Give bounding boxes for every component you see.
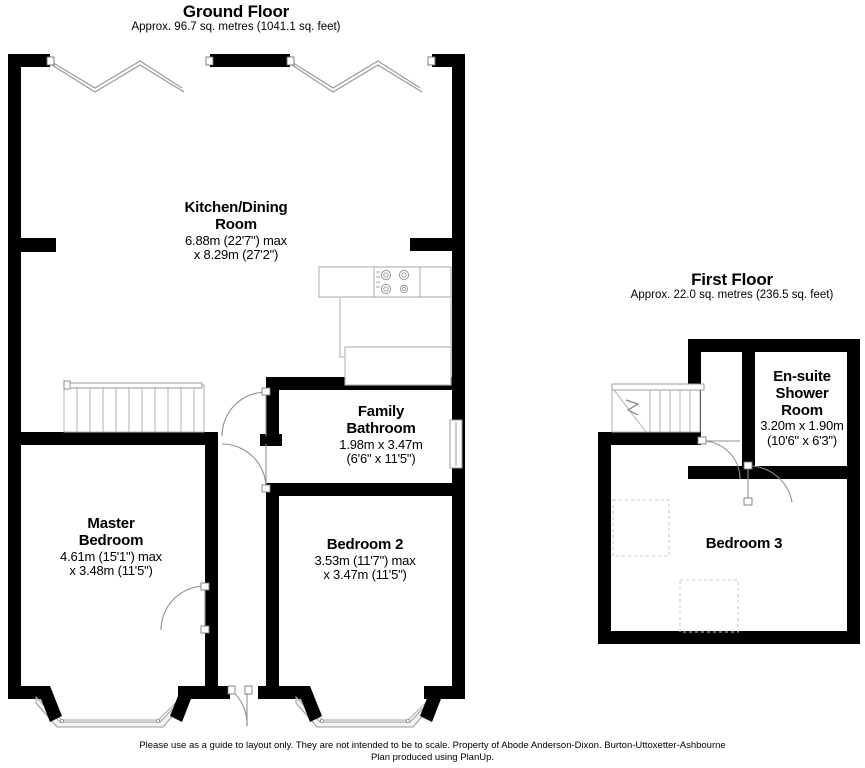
room-label-bedroom-2: Bedroom 2 3.53m (11'7") max x 3.47m (11'… — [314, 536, 416, 583]
family-bathroom-dims-2: (6'6" x 11'5") — [346, 451, 416, 467]
first-floor-staircase — [611, 383, 705, 433]
bifold-door-left — [46, 56, 185, 93]
hob-icon — [373, 266, 421, 298]
door-landing — [697, 436, 741, 480]
eaves-restricted-area — [612, 499, 739, 633]
family-bathroom-name-1: Family — [357, 403, 405, 420]
first-floor-heading: First Floor Approx. 22.0 sq. metres (236… — [631, 270, 834, 302]
door-ensuite — [743, 461, 793, 506]
door-hall-bedroom2 — [221, 443, 271, 493]
room-label-kitchen-dining-room: Kitchen/Dining Room 6.88m (22'7") max x … — [184, 199, 288, 263]
bifold-door-right — [205, 56, 436, 93]
footer-disclaimer-line-2: Plan produced using PlanUp. — [370, 752, 495, 763]
bedroom-2-dims-1: 3.53m (11'7") max — [314, 552, 416, 568]
window-bathroom — [449, 419, 463, 469]
ground-floor-staircase — [63, 380, 205, 433]
room-label-bedroom-3: Bedroom 3 — [705, 535, 783, 553]
door-hall-kitchen — [221, 387, 271, 437]
kitchen-dining-room-dims-2: x 8.29m (27'2") — [193, 247, 279, 263]
ground-floor-area: Approx. 96.7 sq. metres (1041.1 sq. feet… — [131, 21, 341, 34]
family-bathroom-dims-1: 1.98m x 3.47m — [339, 436, 423, 452]
en-suite-shower-room-dims-1: 3.20m x 1.90m — [760, 418, 844, 434]
bedroom-2-dims-2: x 3.47m (11'5") — [323, 567, 407, 583]
first-floor-title: First Floor — [691, 270, 773, 289]
master-bedroom-name-1: Master — [87, 515, 135, 532]
master-bedroom-dims-2: x 3.48m (11'5") — [69, 563, 153, 579]
ground-floor-title: Ground Floor — [182, 2, 290, 21]
kitchen-dining-room-dims-1: 6.88m (22'7") max — [185, 232, 287, 248]
kitchen-dining-room-name-2: Room — [215, 215, 257, 233]
en-suite-shower-room-name-1: En-suite — [773, 368, 831, 385]
front-door — [227, 685, 253, 727]
first-floor-walls — [598, 339, 860, 644]
ground-floor-drawing — [8, 54, 465, 728]
ground-floor-heading: Ground Floor Approx. 96.7 sq. metres (10… — [131, 2, 340, 34]
first-floor-area: Approx. 22.0 sq. metres (236.5 sq. feet) — [630, 289, 834, 302]
en-suite-shower-room-name-3: Room — [781, 401, 823, 419]
bedroom-2-name-1: Bedroom 2 — [326, 536, 404, 553]
room-label-master-bedroom: Master Bedroom 4.61m (15'1") max x 3.48m… — [60, 515, 162, 579]
master-bedroom-dims-1: 4.61m (15'1") max — [60, 548, 162, 564]
kitchen-dining-room-name-1: Kitchen/Dining — [184, 199, 288, 216]
family-bathroom-name-2: Bathroom — [346, 419, 416, 437]
bedroom-3-name-1: Bedroom 3 — [705, 535, 783, 552]
first-floor-drawing — [598, 339, 860, 644]
room-label-family-bathroom: Family Bathroom 1.98m x 3.47m (6'6" x 11… — [339, 403, 423, 467]
room-label-en-suite-shower-room: En-suite Shower Room 3.20m x 1.90m (10'6… — [760, 368, 844, 448]
footer-disclaimer-line-1: Please use as a guide to layout only. Th… — [139, 740, 726, 751]
bay-corner-wedges — [36, 686, 446, 722]
door-master-bedroom — [160, 582, 210, 634]
en-suite-shower-room-name-2: Shower — [775, 384, 829, 402]
en-suite-shower-room-dims-2: (10'6" x 6'3") — [767, 432, 837, 448]
master-bedroom-name-2: Bedroom — [78, 531, 144, 549]
